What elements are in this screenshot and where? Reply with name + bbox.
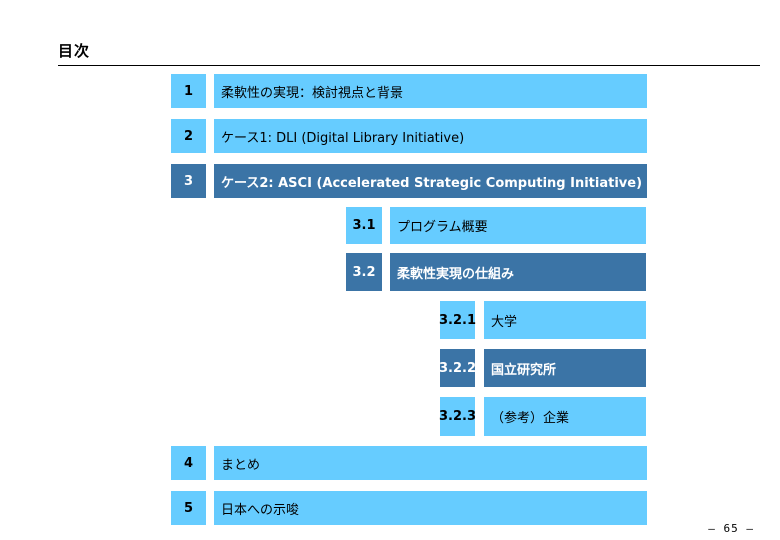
toc-item-5[interactable]: 日本への示唆 xyxy=(214,491,647,525)
toc-item-3-2-2[interactable]: 国立研究所 xyxy=(484,349,646,387)
toc-number-3-2-3: 3.2.3 xyxy=(439,397,476,436)
toc-item-3[interactable]: ケース2: ASCI (Accelerated Strategic Comput… xyxy=(214,164,647,198)
toc-item-3-2[interactable]: 柔軟性実現の仕組み xyxy=(390,253,646,291)
toc-number-4: 4 xyxy=(171,446,206,480)
toc-number-3: 3 xyxy=(171,164,206,198)
title-divider xyxy=(58,65,760,66)
toc-item-2[interactable]: ケース1: DLI (Digital Library Initiative) xyxy=(214,119,647,153)
page-number: — 65 — xyxy=(708,522,754,535)
toc-number-3-2-2: 3.2.2 xyxy=(439,349,476,387)
page-title: 目次 xyxy=(58,42,91,60)
toc-number-3-2-1: 3.2.1 xyxy=(439,301,476,339)
toc-item-3-1[interactable]: プログラム概要 xyxy=(390,207,646,244)
toc-number-3-1: 3.1 xyxy=(346,207,382,244)
toc-item-3-2-1[interactable]: 大学 xyxy=(484,301,646,339)
toc-item-3-2-3[interactable]: （参考）企業 xyxy=(484,397,646,436)
toc-number-3-2: 3.2 xyxy=(346,253,382,291)
toc-item-1[interactable]: 柔軟性の実現：検討視点と背景 xyxy=(214,74,647,108)
toc-item-4[interactable]: まとめ xyxy=(214,446,647,480)
toc-number-1: 1 xyxy=(171,74,206,108)
toc-number-5: 5 xyxy=(171,491,206,525)
toc-number-2: 2 xyxy=(171,119,206,153)
